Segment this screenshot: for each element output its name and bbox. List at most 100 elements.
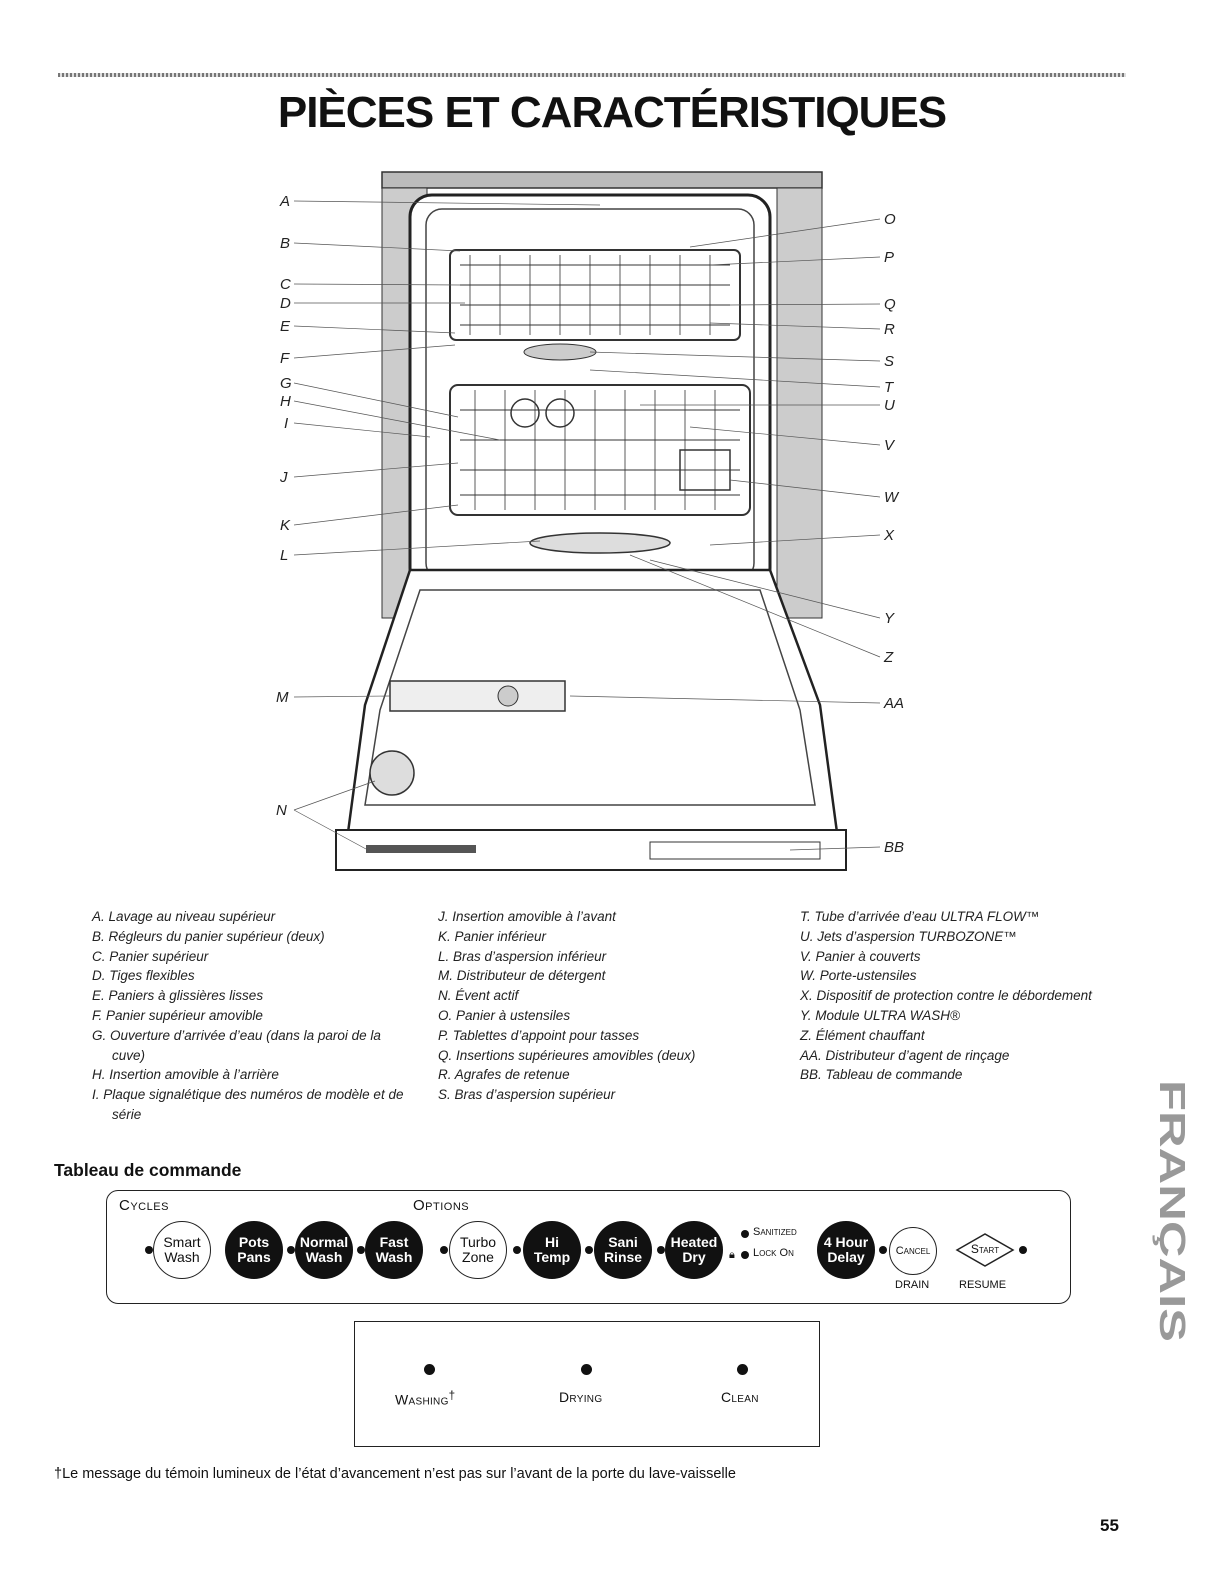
label-j: J xyxy=(279,469,288,486)
lock-on-light xyxy=(741,1251,749,1259)
label-m: M xyxy=(276,689,289,706)
legend-item: D. Tiges flexibles xyxy=(92,968,195,984)
start-diamond-icon xyxy=(955,1233,1015,1267)
legend-item: O. Panier à ustensiles xyxy=(438,1007,571,1023)
label-f: F xyxy=(280,350,290,367)
indicator-light xyxy=(357,1246,365,1254)
sanitized-label: Sanitized xyxy=(753,1226,797,1238)
resume-label: RESUME xyxy=(959,1279,1007,1291)
legend-item: T. Tube d’arrivée d’eau ULTRA FLOW™ xyxy=(800,909,1040,924)
legend-item: A. Lavage au niveau supérieur xyxy=(92,909,276,924)
label-d: D xyxy=(280,295,291,312)
drying-light xyxy=(581,1364,592,1375)
label-q: Q xyxy=(884,296,896,313)
legend-item: H. Insertion amovible à l’arrière xyxy=(92,1067,279,1083)
footnote: †Le message du témoin lumineux de l’état… xyxy=(54,1466,736,1482)
start-button[interactable]: Start xyxy=(955,1232,1015,1268)
section-heading: Tableau de commande xyxy=(54,1160,242,1180)
page-number: 55 xyxy=(1100,1516,1119,1535)
lower-rack xyxy=(449,384,751,516)
legend-item: W. Porte-ustensiles xyxy=(800,968,917,984)
legend-item: F. Panier supérieur amovible xyxy=(92,1007,263,1023)
drain-label: DRAIN xyxy=(895,1279,930,1291)
legend-item: K. Panier inférieur xyxy=(438,928,547,944)
legend-item: Q. Insertions supérieures amovibles (deu… xyxy=(438,1047,696,1063)
washing-light xyxy=(424,1364,435,1375)
side-tab-text: FRANÇAIS xyxy=(1152,1080,1190,1342)
door-inner xyxy=(364,589,816,806)
legend-item: B. Régleurs du panier supérieur (deux) xyxy=(92,928,325,944)
upper-spray-arm xyxy=(523,343,597,361)
label-r: R xyxy=(884,321,895,338)
legend-item: L. Bras d’aspersion inférieur xyxy=(438,948,607,964)
labels-left: A B C D E F G H I J K L M N xyxy=(276,193,292,819)
legend-column-1: A. Lavage au niveau supérieur B. Régleur… xyxy=(92,907,412,1125)
detergent-dispenser xyxy=(389,680,566,712)
indicator-light xyxy=(513,1246,521,1254)
status-indicator-box: Washing† Drying Clean xyxy=(354,1321,820,1447)
indicator-light xyxy=(287,1246,295,1254)
clean-light xyxy=(737,1364,748,1375)
legend-item: S. Bras d’aspersion supérieur xyxy=(438,1087,616,1103)
label-bb: BB xyxy=(884,839,904,856)
clean-label: Clean xyxy=(721,1389,759,1405)
indicator-light xyxy=(585,1246,593,1254)
washing-label: Washing† xyxy=(395,1389,456,1408)
label-g: G xyxy=(280,375,292,392)
label-c: C xyxy=(280,276,291,293)
cycles-header: Cycles xyxy=(119,1197,169,1214)
label-a: A xyxy=(279,193,290,210)
label-p: P xyxy=(884,249,894,266)
label-s: S xyxy=(884,353,894,370)
label-u: U xyxy=(884,397,895,414)
label-x: X xyxy=(883,527,895,544)
legend-item: P. Tablettes d’appoint pour tasses xyxy=(438,1027,640,1043)
cancel-button[interactable]: Cancel xyxy=(889,1227,937,1275)
label-y: Y xyxy=(884,610,895,627)
dishwasher-diagram: A B C D E F G H I J K L M N O P Q R S T … xyxy=(276,171,904,871)
legend-item: X. Dispositif de protection contre le dé… xyxy=(800,988,1092,1004)
legend-item: C. Panier supérieur xyxy=(92,948,209,964)
label-w: W xyxy=(884,489,900,506)
upper-rack xyxy=(449,249,741,341)
label-h: H xyxy=(280,393,291,410)
legend-item: R. Agrafes de retenue xyxy=(438,1067,570,1083)
leader-lines xyxy=(293,200,881,851)
countertop xyxy=(381,171,823,189)
legend-item: E. Paniers à glissières lisses xyxy=(92,988,264,1004)
lock-icon: 🔒︎ xyxy=(729,1249,735,1261)
lock-on-label: Lock On xyxy=(753,1247,794,1259)
cabinet-right xyxy=(776,187,823,619)
legend-item: J. Insertion amovible à l’avant xyxy=(438,909,616,924)
vent-slot xyxy=(366,845,476,853)
legend-column-3: T. Tube d’arrivée d’eau ULTRA FLOW™ U. J… xyxy=(800,907,1100,1085)
legend-item: M. Distributeur de détergent xyxy=(438,968,606,984)
legend-item: Y. Module ULTRA WASH® xyxy=(800,1007,961,1023)
indicator-light xyxy=(879,1246,887,1254)
label-l: L xyxy=(280,547,288,564)
control-strip xyxy=(649,841,821,860)
top-rule xyxy=(58,73,1126,77)
vent xyxy=(369,750,415,796)
legend-item: I. Plaque signalétique des numéros de mo… xyxy=(92,1087,404,1122)
label-e: E xyxy=(280,318,291,335)
label-i: I xyxy=(284,415,288,432)
label-o: O xyxy=(884,211,896,228)
legend-item: V. Panier à couverts xyxy=(800,948,921,964)
language-side-tab: FRANÇAIS xyxy=(1152,1080,1190,1342)
legend-item: N. Évent actif xyxy=(438,988,519,1004)
legend-item: U. Jets d’aspersion TURBOZONE™ xyxy=(800,928,1017,944)
legend-column-2: J. Insertion amovible à l’avant K. Panie… xyxy=(438,907,768,1105)
indicator-light xyxy=(440,1246,448,1254)
rinse-aid-dispenser xyxy=(497,685,519,707)
